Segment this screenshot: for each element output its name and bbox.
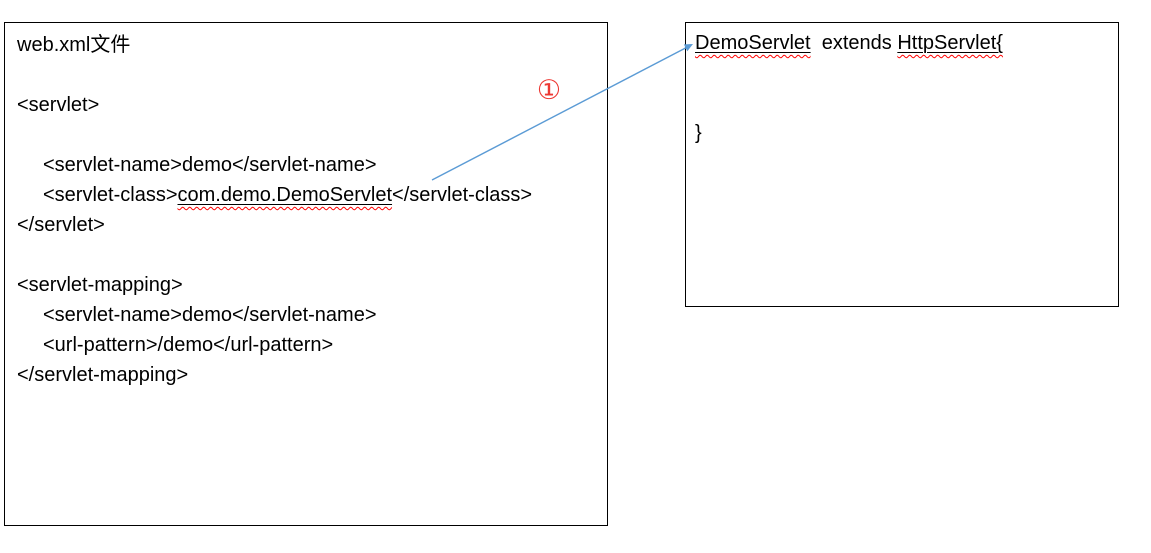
annotation-circle-1: ① <box>536 75 562 105</box>
xml-servlet-open: <servlet> <box>17 94 100 116</box>
xml-mapping-servlet-name: <servlet-name>demo</servlet-name> <box>43 304 377 326</box>
blank-line <box>695 88 1110 118</box>
xml-servlet-class: <servlet-class>com.demo.DemoServlet</ser… <box>17 180 597 210</box>
xml-mapping-close: </servlet-mapping> <box>17 364 189 386</box>
xml-servlet-close: </servlet> <box>17 214 105 236</box>
servlet-class-value: com.demo.DemoServlet <box>177 184 393 206</box>
class-declaration: DemoServlet extends HttpServlet{ <box>695 28 1110 58</box>
class-name-underline: DemoServlet <box>695 32 811 54</box>
servlet-class-close-tag: </servlet-class> <box>392 184 533 206</box>
superclass-underline: HttpServlet{ <box>897 32 1003 54</box>
superclass-name: HttpServlet{ <box>897 32 1003 54</box>
blank-line <box>695 58 1110 88</box>
servlet-class-underline: com.demo.DemoServlet <box>178 184 393 206</box>
blank-line <box>17 240 597 270</box>
xml-mapping-open: <servlet-mapping> <box>17 274 183 296</box>
class-name: DemoServlet <box>695 32 811 54</box>
servlet-class-open-tag: <servlet-class> <box>43 184 178 206</box>
webxml-box: web.xml文件 <servlet> <servlet-name>demo</… <box>4 22 608 526</box>
xml-url-pattern: <url-pattern>/demo</url-pattern> <box>43 334 334 356</box>
blank-line <box>17 120 597 150</box>
blank-line <box>17 60 597 90</box>
closing-brace: } <box>695 122 702 144</box>
xml-servlet-name: <servlet-name>demo</servlet-name> <box>43 154 377 176</box>
extends-keyword: extends <box>810 32 898 54</box>
servlet-class-box: DemoServlet extends HttpServlet{ } <box>685 22 1119 307</box>
webxml-title: web.xml文件 <box>17 34 131 56</box>
